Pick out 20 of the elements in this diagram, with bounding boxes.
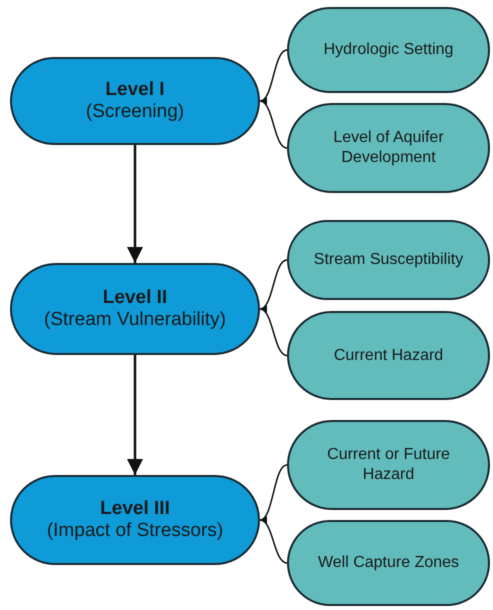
factor-label: Hydrologic Setting	[324, 40, 454, 60]
arrow	[260, 100, 288, 149]
factor-label: Current Hazard	[334, 346, 444, 366]
factor-label: Level of Aquifer Development	[332, 128, 445, 168]
arrow	[260, 464, 288, 521]
level-subtitle: (Impact of Stressors)	[46, 520, 224, 542]
level-title: Level II	[102, 287, 168, 309]
arrow	[260, 259, 288, 310]
arrow	[260, 308, 288, 356]
level-subtitle: (Stream Vulnerability)	[44, 309, 226, 331]
factor-label: Well Capture Zones	[318, 553, 460, 573]
factor-label: Current or Future Hazard	[326, 445, 451, 485]
factor-label: Stream Susceptibility	[314, 250, 464, 270]
arrow	[127, 355, 143, 475]
arrow	[127, 145, 143, 263]
level-title: Level III	[100, 498, 170, 520]
level-subtitle: (Screening)	[86, 101, 184, 123]
level-title: Level I	[105, 79, 165, 101]
arrow	[260, 49, 288, 102]
arrow	[260, 518, 288, 564]
